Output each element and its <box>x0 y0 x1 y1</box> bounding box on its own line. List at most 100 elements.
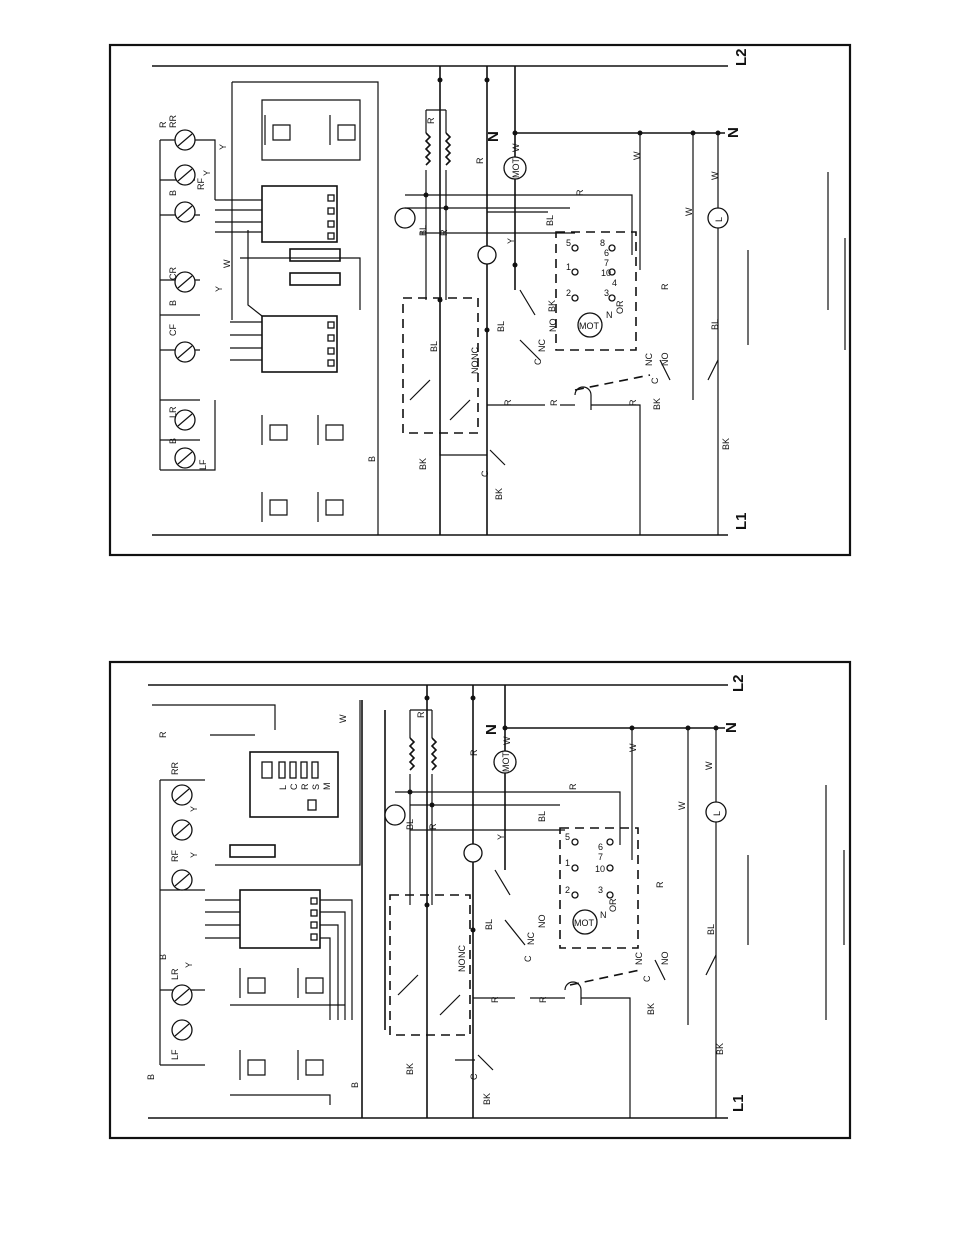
junction-dots-top <box>423 77 721 333</box>
wire-label-t-12: W <box>710 171 720 180</box>
diagram-frame-bottom <box>108 660 852 1140</box>
element-leads-top <box>425 109 447 300</box>
element-label-lr-b: LR <box>170 968 180 980</box>
wire-label-b-22: BK <box>405 1063 415 1075</box>
indicator-resistor-2-top <box>289 272 341 286</box>
control-module-keys <box>261 761 319 811</box>
block-terminals-bottom <box>310 897 318 941</box>
control-label-r: R <box>300 783 310 790</box>
surface-element-b1-top <box>174 201 196 223</box>
element-label-lr: LR <box>168 406 178 418</box>
wire-label-b-12: W <box>704 761 714 770</box>
timer-terminal-4: 4 <box>612 278 617 288</box>
door-latch-bottom <box>473 981 631 1118</box>
motor-2-label-b: MOT <box>574 918 594 928</box>
element-label-cf: CF <box>168 324 178 336</box>
light-switch-bottom <box>654 954 717 981</box>
contact-c-3: C <box>650 377 660 384</box>
wire-label-b-13: W <box>677 801 687 810</box>
timer-terminal-3-b: 3 <box>598 885 603 895</box>
wire-label-t-16: Y <box>202 170 212 176</box>
wire-label-b-23: BK <box>482 1093 492 1105</box>
timer-terminal-10-b: 10 <box>595 864 605 874</box>
diagram-frame-top <box>108 43 852 557</box>
motor-2-label: MOT <box>579 321 599 331</box>
margin-bars-top <box>747 172 846 350</box>
timer-terminal-n-b: N <box>600 910 607 920</box>
oven-units-bottom <box>230 968 345 1105</box>
timer-terminal-7-b: 7 <box>598 852 603 862</box>
timer-terminal-2-b: 2 <box>565 885 570 895</box>
wire-label-b-2: R <box>416 711 426 718</box>
wire-label-b-28: B <box>350 1082 360 1088</box>
bake-broil-elements-top <box>424 132 452 166</box>
motor-1-label-b: MOT <box>501 752 511 772</box>
l1-label-bottom: L1 <box>730 1094 747 1112</box>
wire-labels-top: R R R R R R R R R W W W W W Y Y Y Y BL B… <box>158 117 731 500</box>
element-label-rr-b: RR <box>170 762 180 775</box>
door-switch-top <box>439 430 506 466</box>
wire-label-t-24: BK <box>418 458 428 470</box>
wire-label-b-19: BL <box>537 811 547 822</box>
timer-terminal-6: 6 <box>604 248 609 258</box>
wire-label-t-1: R <box>426 117 436 124</box>
timer-terminal-n: N <box>606 310 613 320</box>
contact-nc-2: NC <box>470 347 480 360</box>
wire-label-t-30: OR <box>615 300 625 314</box>
wire-label-b-21: BL <box>706 924 716 935</box>
contact-c-2: C <box>480 470 490 477</box>
wire-label-b-18: BL <box>405 819 415 830</box>
wire-label-b-5: R <box>428 823 438 830</box>
infinite-switch-block-2-top <box>261 315 338 373</box>
contact-nc-3: NC <box>644 353 654 366</box>
infinite-switch-block-bottom <box>239 889 321 949</box>
block-wiring-bottom <box>205 700 361 1020</box>
block-leads-top <box>215 199 262 361</box>
indicator-resistor-1-top <box>289 248 341 262</box>
timer-module-bottom <box>559 827 639 949</box>
wire-label-t-25: BK <box>494 488 504 500</box>
switch-contact-labels-bottom: NO NC C NO NC C NO NC C <box>457 915 670 1081</box>
control-label-m: M <box>322 783 332 791</box>
wire-label-b-15: Y <box>189 852 199 858</box>
lamp-wiring-bottom <box>631 728 717 1118</box>
control-label-s: S <box>311 784 321 790</box>
surface-element-cr-top <box>174 271 196 293</box>
contact-no-1-b: NO <box>537 915 547 929</box>
wire-label-b-16: Y <box>184 962 194 968</box>
latch-link-top <box>574 374 651 391</box>
oven-lamp-top: L <box>707 207 729 229</box>
contact-no-1: NO <box>548 319 558 333</box>
contact-nc-2-b: NC <box>457 945 467 958</box>
element-harness-bottom <box>152 704 276 1066</box>
wire-label-t-22: BL <box>429 341 439 352</box>
control-label-c: C <box>289 783 299 790</box>
surface-element-rr-top <box>174 129 196 151</box>
wire-label-b-1: R <box>158 731 168 738</box>
cross-wiring-top <box>405 194 633 255</box>
wire-label-t-23: BL <box>710 319 720 330</box>
timer-terminal-3: 3 <box>604 288 609 298</box>
contact-no-3: NO <box>660 353 670 367</box>
wire-label-t-17: Y <box>214 286 224 292</box>
timer-terminals-bottom <box>571 838 614 899</box>
wire-label-b-29: OR <box>608 898 618 912</box>
wiring-diagram-bottom: L2 L1 RR RF LR LF <box>108 660 852 1140</box>
cross-wiring-bottom <box>395 791 621 845</box>
contact-no-2-b: NO <box>457 959 467 973</box>
wire-label-b-4: R <box>568 783 578 790</box>
surface-element-lf-top <box>174 447 196 469</box>
wire-label-b-7: R <box>490 996 500 1003</box>
timer-terminal-2: 2 <box>566 288 571 298</box>
contact-no-3-b: NO <box>660 952 670 966</box>
lamp-wiring-top <box>639 133 719 535</box>
timer-terminal-7: 7 <box>604 258 609 268</box>
surface-element-cf-top <box>174 341 196 363</box>
wire-label-t-5: R <box>660 283 670 290</box>
wiring-diagram-top: L2 L1 RR RF B CR B CF LR B <box>108 43 852 557</box>
contact-c-3-b: C <box>642 975 652 982</box>
timer-terminal-5-b: 5 <box>565 832 570 842</box>
lamp-label: L <box>714 217 724 222</box>
wire-label-t-28: BK <box>547 300 557 312</box>
